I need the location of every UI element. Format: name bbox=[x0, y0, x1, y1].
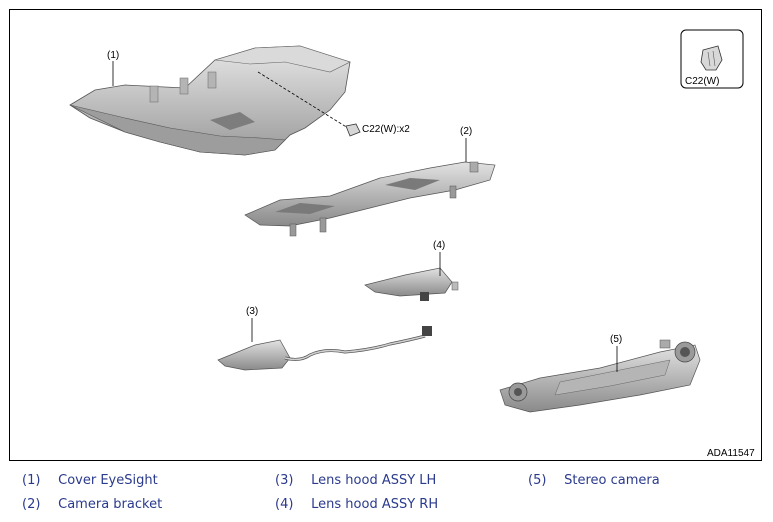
clip-inset-box: C22(W) bbox=[680, 29, 744, 89]
lens-hood-rh-part bbox=[364, 267, 459, 301]
legend-item-5: (5) Stereo camera bbox=[528, 473, 660, 488]
legend-part-name: Stereo camera bbox=[564, 473, 660, 488]
legend-number: (4) bbox=[275, 497, 294, 512]
lens-hood-lh-part bbox=[217, 326, 432, 371]
callout-3: (3) bbox=[246, 306, 258, 317]
legend-item-3: (3) Lens hood ASSY LH bbox=[275, 473, 436, 488]
callout-5: (5) bbox=[610, 334, 622, 345]
callout-4: (4) bbox=[433, 240, 445, 251]
legend-number: (3) bbox=[275, 473, 294, 488]
legend-number: (1) bbox=[22, 473, 41, 488]
callout-2: (2) bbox=[460, 126, 472, 137]
legend-part-name: Lens hood ASSY RH bbox=[311, 497, 439, 512]
figure-code: ADA11547 bbox=[707, 448, 755, 459]
legend-part-name: Cover EyeSight bbox=[58, 473, 158, 488]
clip-quantity-label: C22(W):x2 bbox=[362, 124, 410, 135]
parts-legend: (1) Cover EyeSight (2) Camera bracket (3… bbox=[0, 470, 773, 522]
cover-eyesight-part bbox=[69, 45, 351, 156]
clip-icon bbox=[345, 123, 361, 137]
inset-clip-label: C22(W) bbox=[685, 76, 719, 87]
camera-bracket-part bbox=[244, 161, 496, 237]
legend-item-2: (2) Camera bracket bbox=[22, 497, 162, 512]
legend-number: (2) bbox=[22, 497, 41, 512]
fastener-dash-line bbox=[257, 71, 349, 129]
stereo-camera-part bbox=[499, 339, 701, 413]
callout-1: (1) bbox=[107, 50, 119, 61]
legend-part-name: Camera bracket bbox=[58, 497, 163, 512]
exploded-diagram: (1) C22(W):x2 C22(W) (2) (4) (3 bbox=[69, 29, 755, 459]
legend-number: (5) bbox=[528, 473, 547, 488]
legend-item-4: (4) Lens hood ASSY RH bbox=[275, 497, 438, 512]
legend-part-name: Lens hood ASSY LH bbox=[311, 473, 437, 488]
legend-item-1: (1) Cover EyeSight bbox=[22, 473, 158, 488]
